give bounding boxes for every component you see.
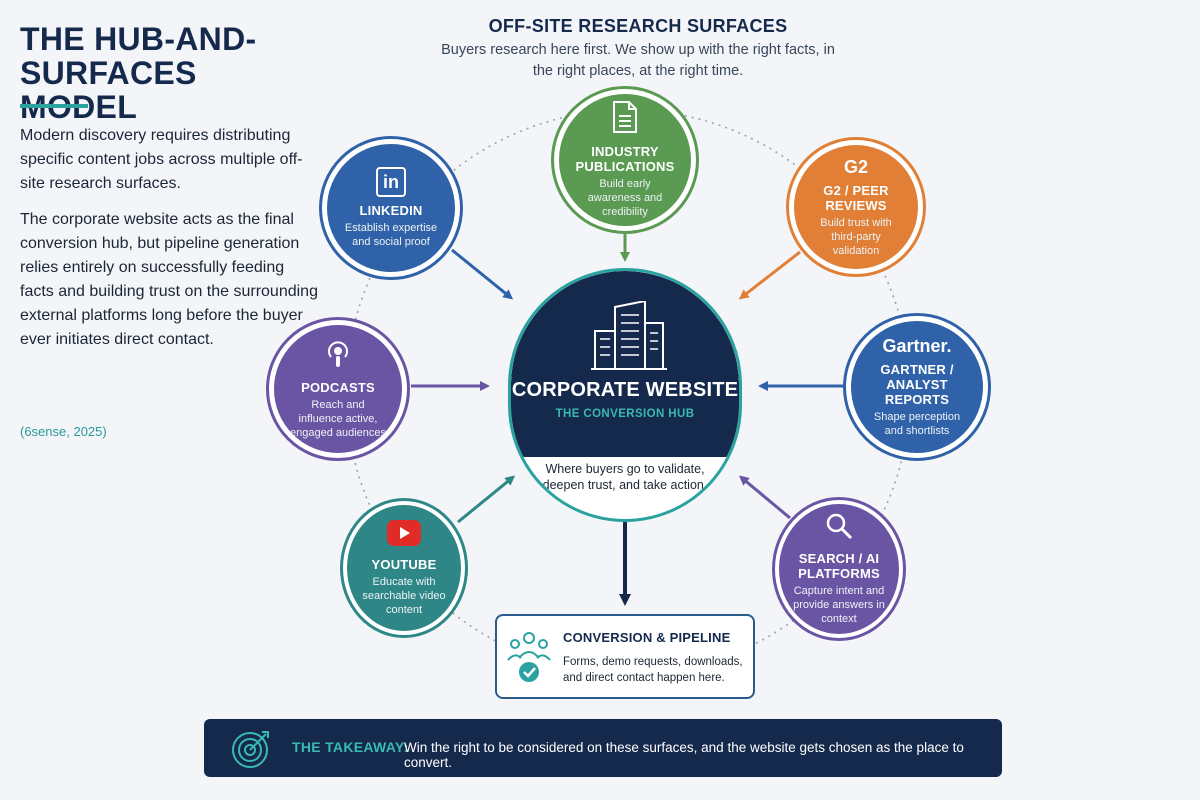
surface-desc: Build trust with third-party validation xyxy=(820,216,892,257)
hub-subtitle: THE CONVERSION HUB xyxy=(555,408,695,420)
podcast-icon xyxy=(323,339,353,374)
surfaces-heading: OFF-SITE RESEARCH SURFACES xyxy=(488,16,788,36)
target-icon xyxy=(232,731,269,768)
page-title: THE HUB-AND-SURFACES MODEL xyxy=(20,21,257,125)
arrow-g2-peer-reviews xyxy=(738,250,801,300)
surface-linkedin: in LINKEDIN Establish expertise and soci… xyxy=(319,136,463,280)
document-icon xyxy=(612,101,638,138)
surface-name: G2 / PEER REVIEWS xyxy=(823,182,889,213)
surface-name: SEARCH / AI PLATFORMS xyxy=(798,551,880,581)
hub-description: Where buyers go to validate, deepen trus… xyxy=(542,462,708,492)
surface-desc: Reach and influence active, engaged audi… xyxy=(289,398,387,439)
surface-desc: Establish expertise and social proof xyxy=(344,222,438,248)
arrow-youtube xyxy=(457,475,516,524)
surface-gartner-analyst-reports: Gartner. GARTNER / ANALYST REPORTS Shape… xyxy=(843,313,991,461)
surface-name: LINKEDIN xyxy=(359,203,423,218)
arrow-linkedin xyxy=(451,248,514,300)
hub-corporate-website: CORPORATE WEBSITE THE CONVERSION HUB Whe… xyxy=(508,268,742,522)
surface-search-ai-platforms: SEARCH / AI PLATFORMS Capture intent and… xyxy=(772,497,906,641)
surface-desc: Shape perception and shortlists xyxy=(873,411,961,437)
youtube-icon xyxy=(387,519,421,551)
arrow-search-ai xyxy=(738,475,791,520)
linkedin-icon: in xyxy=(376,167,406,197)
people-check-icon xyxy=(507,632,551,682)
conversion-description: Forms, demo requests, downloads, and dir… xyxy=(563,656,743,684)
building-icon xyxy=(591,301,667,370)
search-icon xyxy=(825,512,853,545)
title-underline xyxy=(20,104,88,108)
intro-paragraph: Modern discovery requires distributing s… xyxy=(20,127,303,192)
conversion-title: CONVERSION & PIPELINE xyxy=(563,630,731,645)
gartner-logo: Gartner. xyxy=(882,336,952,356)
g2-icon: G2 xyxy=(843,156,868,177)
conversion-pipeline-box: CONVERSION & PIPELINE Forms, demo reques… xyxy=(495,614,755,699)
takeaway-label: THE TAKEAWAY: xyxy=(292,739,409,755)
takeaway-text: Win the right to be considered on these … xyxy=(404,740,964,770)
citation: (6sense, 2025) xyxy=(20,424,107,439)
hub-header: CORPORATE WEBSITE THE CONVERSION HUB xyxy=(511,271,739,457)
surface-desc: Educate with searchable video content xyxy=(362,575,446,616)
surface-name: PODCASTS xyxy=(301,379,375,395)
surface-industry-publications: INDUSTRY PUBLICATIONS Build early awaren… xyxy=(551,86,699,234)
surface-desc: Capture intent and provide answers in co… xyxy=(793,585,885,625)
surface-g2-peer-reviews: G2 G2 / PEER REVIEWS Build trust with th… xyxy=(786,137,926,277)
surfaces-subheading: Buyers research here first. We show up w… xyxy=(441,42,835,79)
surface-name: GARTNER / ANALYST REPORTS xyxy=(880,362,954,407)
surface-name: INDUSTRY PUBLICATIONS xyxy=(575,144,675,174)
surface-name: YOUTUBE xyxy=(371,556,437,572)
surface-podcasts: PODCASTS Reach and influence active, eng… xyxy=(266,317,410,461)
hub-name: CORPORATE WEBSITE xyxy=(511,379,739,401)
takeaway-banner: THE TAKEAWAY: Win the right to be consid… xyxy=(204,719,1002,777)
hub-explanation-paragraph: The corporate website acts as the final … xyxy=(20,211,318,348)
surface-youtube: YOUTUBE Educate with searchable video co… xyxy=(340,498,468,638)
surface-desc: Build early awareness and credibility xyxy=(587,178,663,218)
